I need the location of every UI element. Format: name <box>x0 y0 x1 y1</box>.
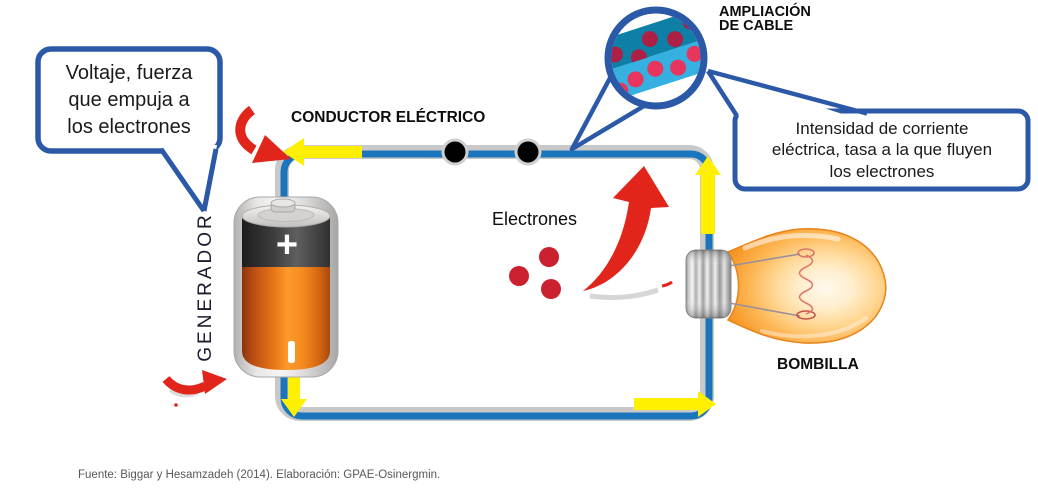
electron-dot <box>541 279 561 299</box>
cable-magnifier-lens <box>604 6 708 110</box>
electrons-label: Electrones <box>492 209 578 229</box>
light-bulb-icon <box>685 228 887 344</box>
battery-minus-mark <box>288 341 295 363</box>
yellow-arrow-right-icon <box>634 391 716 417</box>
wire-node-dots <box>441 138 542 166</box>
bubble-line: Voltaje, fuerza <box>65 61 193 84</box>
yellow-arrow-left-icon <box>283 138 362 166</box>
red-arrow-up-big-icon <box>583 166 673 301</box>
bubble-line: los electrones <box>67 115 191 138</box>
callout-line: los electrones <box>829 161 935 181</box>
bubble-line: que empuja a <box>68 88 190 111</box>
speech-bubble-voltage-text: Voltaje, fuerza que empuja a los electro… <box>38 49 220 151</box>
callout-current-text: Intensidad de corriente eléctrica, tasa … <box>737 111 1027 189</box>
generator-label: GENERADOR <box>195 212 216 362</box>
cable-zoom-label-line1: AMPLIACIÓN <box>719 4 811 20</box>
electron-dot <box>509 266 529 286</box>
callout-current-box <box>732 108 1031 192</box>
bulb-label: BOMBILLA <box>777 356 859 373</box>
electron-dot <box>539 247 559 267</box>
battery-plus-label: + <box>276 224 298 266</box>
yellow-arrow-up-icon <box>695 156 721 234</box>
red-arrow-bottom-left-icon <box>162 370 227 407</box>
source-note: Fuente: Biggar y Hesamzadeh (2014). Elab… <box>78 469 441 481</box>
callout-line: eléctrica, tasa a la que fluyen <box>771 140 993 160</box>
yellow-arrow-down-icon <box>281 364 307 417</box>
lens-pointer-left-lines <box>569 75 647 152</box>
electron-dots <box>509 247 561 299</box>
callout-line: Intensidad de corriente <box>795 118 969 138</box>
bulb-filament <box>728 248 816 320</box>
callout-tail <box>706 68 868 121</box>
speech-bubble-voltage-box <box>35 46 223 213</box>
bulb-socket <box>685 249 732 319</box>
conductor-label: CONDUCTOR ELÉCTRICO <box>291 109 486 126</box>
current-flow-arrows <box>281 138 721 417</box>
cable-zoom-label-line2: DE CABLE <box>719 18 794 34</box>
battery-icon: + <box>233 196 339 378</box>
red-arrow-top-icon <box>235 105 291 163</box>
cable-zoom-label: AMPLIACIÓN DE CABLE <box>719 4 811 34</box>
